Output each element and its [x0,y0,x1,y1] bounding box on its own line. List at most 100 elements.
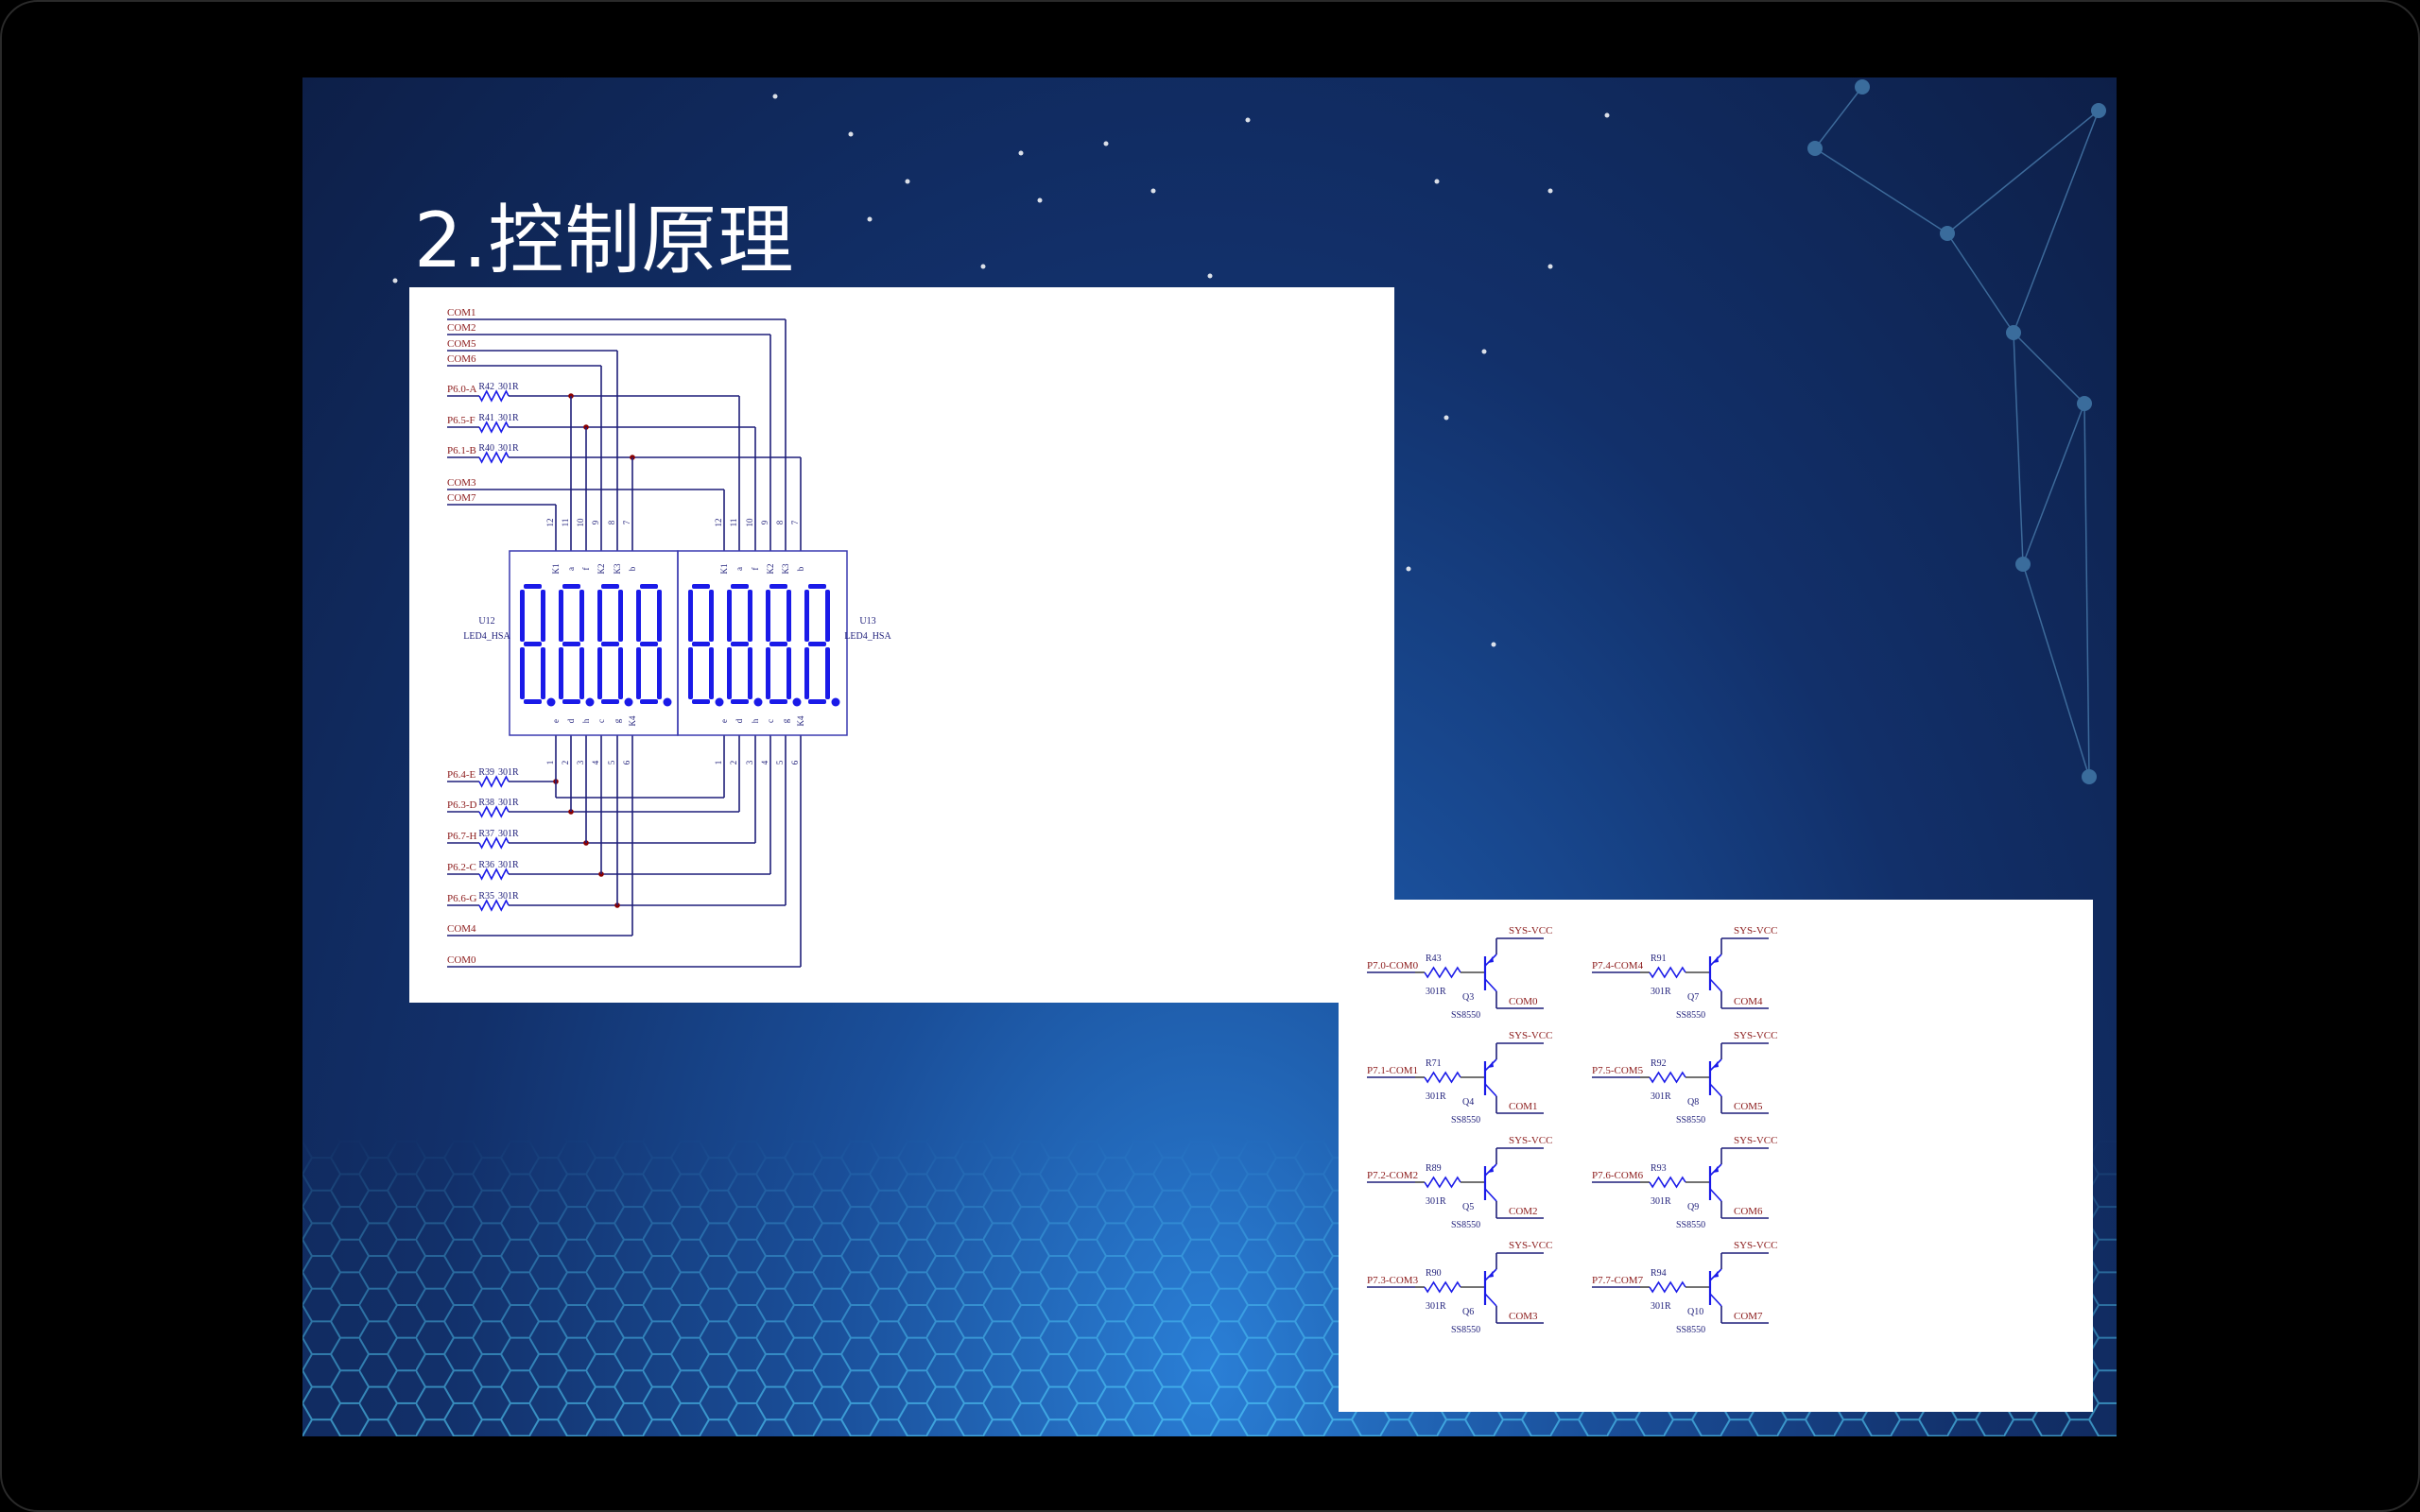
segment [579,647,584,699]
resistor-value: 301R [1426,1091,1446,1102]
segment [692,642,710,646]
transistor-ref: Q5 [1462,1202,1474,1212]
pin-name: g [781,718,790,723]
decimal-point [715,697,724,707]
segment [808,584,826,589]
resistor-symbol [1424,1071,1461,1084]
emitter-arrow [1488,1271,1494,1278]
led-display-u13 [677,550,848,736]
transistor-part: SS8550 [1676,1115,1705,1125]
segment [562,584,580,589]
segment [709,647,714,699]
network-line-decoration [1814,86,1863,149]
segment [520,647,525,699]
pin-number: 8 [775,520,785,524]
display-part: LED4_HSA [844,631,891,642]
pin-name: K4 [628,715,637,726]
net-label: P7.6-COM6 [1592,1170,1644,1181]
resistor-symbol [478,836,510,850]
star-decoration [1481,349,1487,354]
pin-number: 9 [760,520,769,524]
decimal-point [624,697,633,707]
resistor-symbol [1424,1280,1461,1294]
transistor-emitter [1484,978,1497,992]
network-node-decoration [1940,226,1955,241]
vcc-label: SYS-VCC [1734,1240,1777,1251]
vcc-label: SYS-VCC [1509,1240,1552,1251]
pin-name: f [751,568,760,571]
pin-name: d [566,718,576,723]
segment [786,590,791,642]
transistor-part: SS8550 [1451,1010,1480,1021]
transistor-emitter [1709,978,1722,992]
star-decoration [1018,150,1024,156]
net-label: P7.1-COM1 [1367,1065,1418,1076]
transistor-emitter [1709,1188,1722,1202]
pin-number: 10 [576,518,585,527]
resistor-value: 301R [498,382,519,392]
pin-number: 8 [607,520,616,524]
segment [709,590,714,642]
net-label: P6.4-E [447,769,476,781]
resistor-value: 301R [1651,1301,1671,1312]
transistor-ref: Q6 [1462,1307,1474,1317]
pin-number: 12 [545,519,555,527]
star-decoration [1547,188,1553,194]
segment [559,647,563,699]
resistor-ref: R92 [1651,1058,1667,1069]
segment [769,584,787,589]
segment [769,642,787,646]
transistor-driver-circuit: P7.0-COM0R43301RSYS-VCCCOM0Q3SS8550P7.1-… [1367,925,1777,1335]
seven-segment-digit [636,584,672,707]
pin-name: f [581,568,591,571]
network-node-decoration [2077,396,2092,411]
resistor-ref: R37 [478,829,494,839]
net-label: P6.2-C [447,862,476,873]
segment [562,642,580,646]
vcc-label: SYS-VCC [1734,925,1777,936]
resistor-symbol [478,451,510,464]
resistor-symbol [478,868,510,881]
segment [640,699,658,704]
net-label: COM1 [447,307,476,318]
segment [731,642,749,646]
star-decoration [1443,415,1449,421]
pin-name: h [751,718,760,723]
transistor-part: SS8550 [1676,1325,1705,1335]
star-decoration [1207,273,1213,279]
segment [769,699,787,704]
resistor-symbol [1424,1176,1461,1189]
star-decoration [1434,179,1440,184]
transistor-emitter [1484,1083,1497,1097]
pin-number: 5 [775,760,785,765]
transistor-part: SS8550 [1451,1115,1480,1125]
segment [731,699,749,704]
network-line-decoration [2013,332,2085,404]
pin-name: c [766,719,775,723]
pin-number: 2 [561,761,570,765]
resistor-ref: R91 [1651,954,1667,964]
segment [640,584,658,589]
network-line-decoration [2022,403,2085,565]
display-ref: U13 [859,616,875,627]
resistor-ref: R38 [478,798,494,808]
segment [766,590,770,642]
net-label: P7.3-COM3 [1367,1275,1419,1286]
pin-number: 6 [790,760,800,765]
segment [636,590,641,642]
out-label: COM4 [1734,996,1763,1007]
pin-number: 11 [561,519,570,527]
segment [618,647,623,699]
resistor-value: 301R [1651,1091,1671,1102]
pin-name: a [566,567,576,571]
star-decoration [1547,264,1553,269]
pin-name: K4 [796,715,805,726]
transistor-ref: Q8 [1687,1097,1699,1108]
seven-segment-digit [597,584,633,707]
pin-name: c [596,719,606,723]
segment [559,590,563,642]
emitter-arrow [1488,956,1494,963]
transistor-emitter [1484,1188,1497,1202]
